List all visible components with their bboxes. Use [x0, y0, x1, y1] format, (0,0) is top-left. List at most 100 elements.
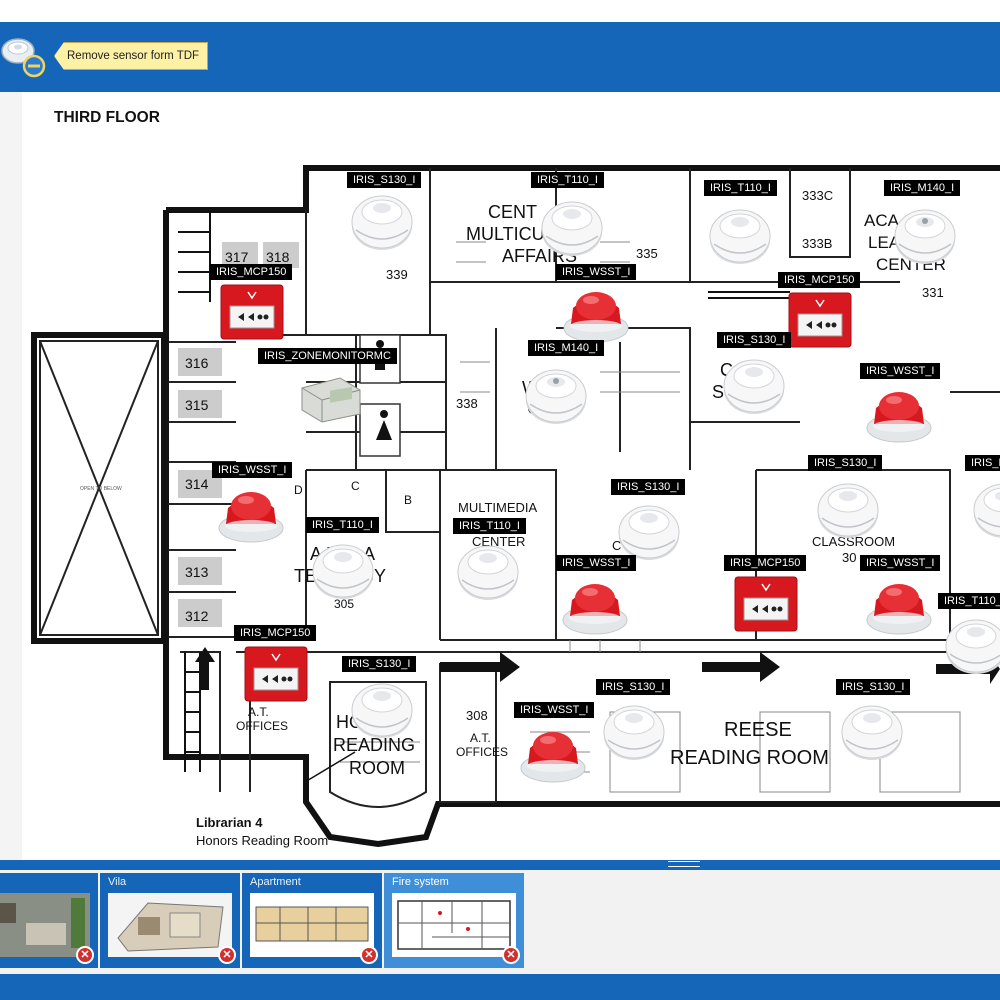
smoke-detector-icon[interactable] [350, 190, 414, 252]
floor-plan-canvas[interactable]: THIRD FLOOR [0, 92, 1000, 860]
sounder-strobe-icon[interactable] [866, 384, 932, 444]
label-classroom-2: CLASSROOM [812, 534, 895, 549]
smoke-detector-icon[interactable] [840, 700, 904, 762]
zone-monitor-icon[interactable] [300, 374, 362, 424]
label-multimedia-1: MULTIMEDIA [458, 500, 538, 515]
sensor-label: IRIS_S130_I [717, 332, 792, 348]
sensor-label: IRIS_T110_I [453, 518, 526, 534]
sensor-label: IRIS_T110_I [306, 517, 379, 533]
sensor-label: IRIS_M140_I [528, 340, 605, 356]
sensor-label: IRIS_S130_I [611, 479, 686, 495]
room-316: 316 [185, 355, 209, 371]
multi-sensor-icon[interactable] [893, 204, 957, 266]
sounder-strobe-icon[interactable] [218, 484, 284, 544]
sensor-remove-icon[interactable] [0, 33, 48, 81]
sounder-strobe-icon[interactable] [520, 724, 586, 784]
sounder-strobe-icon[interactable] [562, 576, 628, 636]
label-at-offices-2: OFFICES [236, 719, 288, 733]
floor-title: THIRD FLOOR [54, 109, 160, 126]
thumbnail-apartment[interactable]: Apartment ✕ [242, 873, 382, 968]
room-312: 312 [185, 608, 209, 624]
label-honors-3: ROOM [349, 758, 405, 778]
smoke-detector-icon[interactable] [722, 354, 786, 416]
label-305: 305 [334, 597, 354, 611]
sensor-label: IRIS_WSST_I [212, 462, 293, 478]
multi-sensor-icon[interactable] [524, 364, 588, 426]
room-d: D [294, 483, 303, 497]
smoke-detector-icon[interactable] [617, 500, 681, 562]
splitter-bar[interactable] [0, 860, 1000, 870]
sensor-label: IRIS_MCP150 [234, 625, 317, 641]
close-icon[interactable]: ✕ [218, 946, 236, 964]
label-centre-1: CENT [488, 202, 537, 222]
thumbnail-floor-1[interactable]: ✕ [0, 873, 98, 968]
room-333b: 333B [802, 236, 832, 251]
thumbnail-image [392, 893, 516, 957]
sensor-label: IRIS_T110_I [704, 180, 777, 196]
thumbnail-label: Vila [108, 876, 127, 888]
floor-thumbnails: ✕ Vila ✕ Apartment ✕ Fire system [0, 870, 1000, 974]
room-335: 335 [636, 246, 658, 261]
sounder-strobe-icon[interactable] [866, 576, 932, 636]
splitter-grip-icon[interactable] [668, 861, 700, 867]
sensor-label: IRIS_T110_ [938, 593, 1000, 609]
sensor-label: IRIS_WSST_I [514, 702, 595, 718]
smoke-detector-icon[interactable] [350, 678, 414, 740]
tooltip: Remove sensor form TDF [54, 42, 209, 70]
thumbnail-vila[interactable]: Vila ✕ [100, 873, 240, 968]
manual-call-point-icon[interactable] [244, 646, 308, 702]
sensor-label: IRIS_S130_I [596, 679, 671, 695]
title-strip [0, 0, 1000, 22]
close-icon[interactable]: ✕ [502, 946, 520, 964]
manual-call-point-icon[interactable] [220, 284, 284, 340]
smoke-detector-icon[interactable] [602, 700, 666, 762]
sensor-label: IRIS_S130_I [342, 656, 417, 672]
bottom-panel: ✕ Vila ✕ Apartment ✕ Fire system [0, 860, 1000, 1000]
manual-call-point-icon[interactable] [788, 292, 852, 348]
sensor-label: IRIS_WSST_I [860, 363, 941, 379]
label-30: 30 [842, 550, 856, 565]
close-icon[interactable]: ✕ [76, 946, 94, 964]
manual-call-point-icon[interactable] [734, 576, 798, 632]
smoke-detector-icon[interactable] [540, 196, 604, 258]
sensor-label: IRIS_T110_I [531, 172, 604, 188]
sensor-label: IRIS_WSST_I [860, 555, 941, 571]
smoke-detector-icon[interactable] [972, 478, 1000, 540]
room-317: 317 [225, 249, 249, 265]
sounder-strobe-icon[interactable] [563, 284, 629, 344]
thumbnail-image [0, 893, 90, 957]
floor-plan-drawing: 317 318 339 335 333C 333B 331 316 315 31… [31, 165, 1000, 848]
label-reese-2: READING ROOM [670, 747, 829, 769]
sensor-label: IRIS_S130_I [836, 679, 911, 695]
smoke-detector-icon[interactable] [816, 478, 880, 540]
caption-title: Librarian 4 [196, 815, 263, 830]
sensor-label: IRIS_WSST_I [556, 264, 637, 280]
label-multimedia-2: CENTER [472, 534, 525, 549]
smoke-detector-icon[interactable] [708, 204, 772, 266]
sensor-label: IRIS_ZONEMONITORMC [258, 348, 397, 364]
room-315: 315 [185, 397, 209, 413]
label-at-offices-3: A.T. [470, 731, 491, 745]
sensor-label: IRIS_MCP150 [724, 555, 807, 571]
thumbnail-fire-system[interactable]: Fire system ✕ [384, 873, 524, 968]
sensor-label: IRIS_MCP150 [778, 272, 861, 288]
thumbnail-image [108, 893, 232, 957]
room-331: 331 [922, 285, 944, 300]
smoke-detector-icon[interactable] [944, 614, 1000, 676]
thumbnail-image [250, 893, 374, 957]
sensor-label: IRIS_WSST_I [556, 555, 637, 571]
sensor-label: IRIS_S130_I [808, 455, 883, 471]
thumbnail-label: Fire system [392, 876, 449, 888]
sensor-label: IRIS_S130_I [347, 172, 422, 188]
sensor-label: IRIS_M140_I [884, 180, 961, 196]
smoke-detector-icon[interactable] [311, 539, 375, 601]
canvas-margin [0, 92, 22, 860]
smoke-detector-icon[interactable] [456, 540, 520, 602]
label-at-offices-4: OFFICES [456, 745, 508, 759]
close-icon[interactable]: ✕ [360, 946, 378, 964]
room-338: 338 [456, 396, 478, 411]
thumbnail-label: Apartment [250, 876, 301, 888]
status-bar [0, 974, 1000, 1000]
room-318: 318 [266, 249, 290, 265]
